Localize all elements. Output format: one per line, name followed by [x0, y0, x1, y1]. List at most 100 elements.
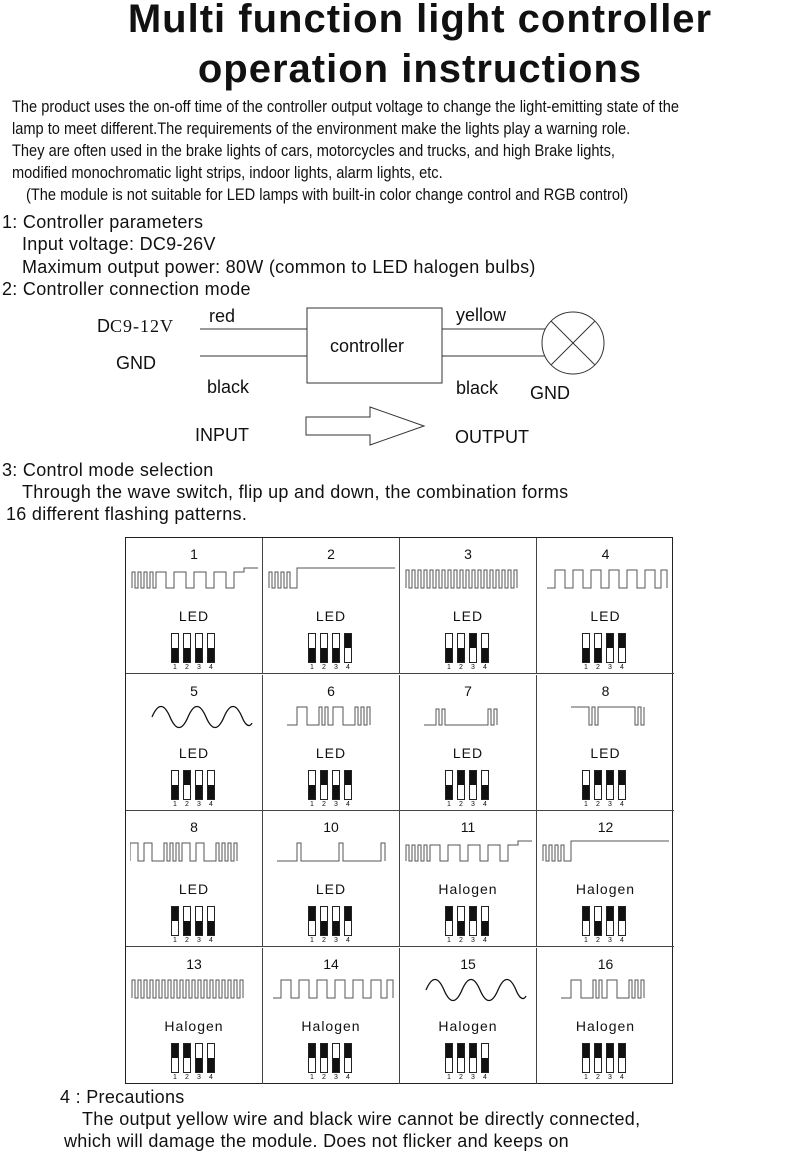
dip-switch-3[interactable]: [606, 1042, 614, 1073]
dip-switch-4[interactable]: [618, 906, 626, 936]
dip-switch-2[interactable]: [320, 906, 328, 936]
dip-switch-4[interactable]: [618, 1042, 626, 1073]
waveform-icon: [424, 708, 498, 725]
dip-switch-1[interactable]: [308, 906, 316, 936]
dip-switch-2[interactable]: [594, 769, 602, 800]
dip-switch-1[interactable]: [445, 633, 453, 663]
dip-switch-knob: [196, 784, 202, 799]
dip-switch-4[interactable]: [481, 906, 489, 936]
dip-switch-4[interactable]: [344, 769, 352, 800]
dip-switch-2[interactable]: [457, 906, 465, 936]
waveform-path: [542, 840, 669, 862]
dip-switch-3[interactable]: [469, 906, 477, 936]
dip-switch-4[interactable]: [618, 633, 626, 663]
dip-switch-3[interactable]: [469, 1042, 477, 1073]
dip-switch-number: 1: [584, 664, 588, 671]
dip-switch-3[interactable]: [332, 633, 340, 663]
waveform-icon: [542, 840, 669, 862]
dip-switch-1[interactable]: [445, 1042, 453, 1073]
dip-switch-3[interactable]: [606, 906, 614, 936]
output-label: OUTPUT: [455, 427, 529, 447]
dip-switch-number: 3: [608, 1073, 612, 1081]
dip-switch-1[interactable]: [582, 1042, 590, 1073]
dip-switch-3[interactable]: [195, 906, 203, 936]
dip-switch-4[interactable]: [344, 906, 352, 936]
lamp-type-label: LED: [590, 608, 621, 624]
max-output-power: Maximum output power: 80W (common to LED…: [22, 257, 536, 277]
dip-switch-knob: [607, 1043, 613, 1058]
dip-switch-2[interactable]: [457, 1042, 465, 1073]
dip-switch-3[interactable]: [332, 1042, 340, 1073]
dip-switch-1[interactable]: [445, 906, 453, 936]
dip-switch-1[interactable]: [171, 1042, 179, 1073]
controller-box: [306, 307, 443, 384]
dip-switch-number: 4: [483, 664, 487, 671]
dip-switch-1[interactable]: [582, 769, 590, 800]
dip-switch-3[interactable]: [332, 906, 340, 936]
dip-switch-3[interactable]: [195, 633, 203, 663]
dip-switch-2[interactable]: [183, 633, 191, 663]
section-3-line-2: 16 different flashing patterns.: [6, 504, 248, 524]
dip-switch-4[interactable]: [481, 633, 489, 663]
dip-switch-1[interactable]: [308, 1042, 316, 1073]
waveform-icon: [151, 705, 253, 728]
dip-switch-2[interactable]: [594, 906, 602, 936]
dip-switch-2[interactable]: [320, 633, 328, 663]
dip-switch-1[interactable]: [582, 633, 590, 663]
dip-switch-3[interactable]: [606, 769, 614, 800]
lamp-type-label: LED: [452, 608, 484, 624]
dip-switch-2[interactable]: [320, 769, 328, 800]
dip-switch-knob: [172, 648, 178, 662]
dip-switch-knob: [446, 784, 452, 799]
dip-switch-number: 3: [608, 664, 612, 671]
dip-switch-3[interactable]: [469, 769, 477, 800]
dip-switch-1[interactable]: [171, 769, 179, 800]
dip-switch-3[interactable]: [195, 769, 203, 800]
dip-switch-number: 3: [197, 937, 201, 944]
dip-switch-1[interactable]: [308, 769, 316, 800]
dip-switch-2[interactable]: [183, 1042, 191, 1073]
dip-switch-1[interactable]: [445, 769, 453, 800]
dip-switch-3[interactable]: [195, 1042, 203, 1073]
dip-switch-1[interactable]: [171, 633, 179, 663]
dip-switch-1[interactable]: [308, 633, 316, 663]
dip-switch-4[interactable]: [207, 633, 215, 663]
dip-switch-4[interactable]: [481, 769, 489, 800]
dip-switch-4[interactable]: [207, 769, 215, 800]
dip-switch-2[interactable]: [320, 1042, 328, 1073]
dip-switch-number: 4: [620, 664, 624, 671]
dip-switch-1[interactable]: [582, 906, 590, 936]
dip-switch-4[interactable]: [207, 906, 215, 936]
dip-switch-2[interactable]: [183, 906, 191, 936]
dip-switch-4[interactable]: [207, 1042, 215, 1073]
dip-switch-4[interactable]: [344, 1042, 352, 1073]
dip-switch-knob: [583, 648, 589, 662]
dip-switch-number: 2: [185, 664, 189, 671]
dip-switch-2[interactable]: [594, 1042, 602, 1073]
dip-switch-3[interactable]: [332, 769, 340, 800]
dc-input-label: DC9-12V: [97, 316, 174, 337]
dip-switch-knob: [619, 1043, 625, 1058]
dip-switch-3[interactable]: [469, 633, 477, 663]
dip-switch-3[interactable]: [606, 633, 614, 663]
dip-switch-2[interactable]: [594, 633, 602, 663]
dip-switch-4[interactable]: [481, 1042, 489, 1073]
dip-switch-2[interactable]: [457, 633, 465, 663]
dip-switch-2[interactable]: [457, 769, 465, 800]
dip-switch-number: 1: [447, 1073, 451, 1081]
dip-switch-1[interactable]: [171, 906, 179, 936]
dip-switch-4[interactable]: [344, 633, 352, 663]
dip-switch-number: 1: [447, 937, 451, 944]
dip-switch-knob: [196, 921, 202, 935]
dip-switch-number: 4: [346, 937, 350, 944]
waveform-icon: [273, 979, 394, 998]
dip-switch-4[interactable]: [618, 769, 626, 800]
dip-switch-2[interactable]: [183, 769, 191, 800]
dip-switch-number: 2: [459, 1073, 463, 1081]
dip-switch-knob: [482, 784, 488, 799]
